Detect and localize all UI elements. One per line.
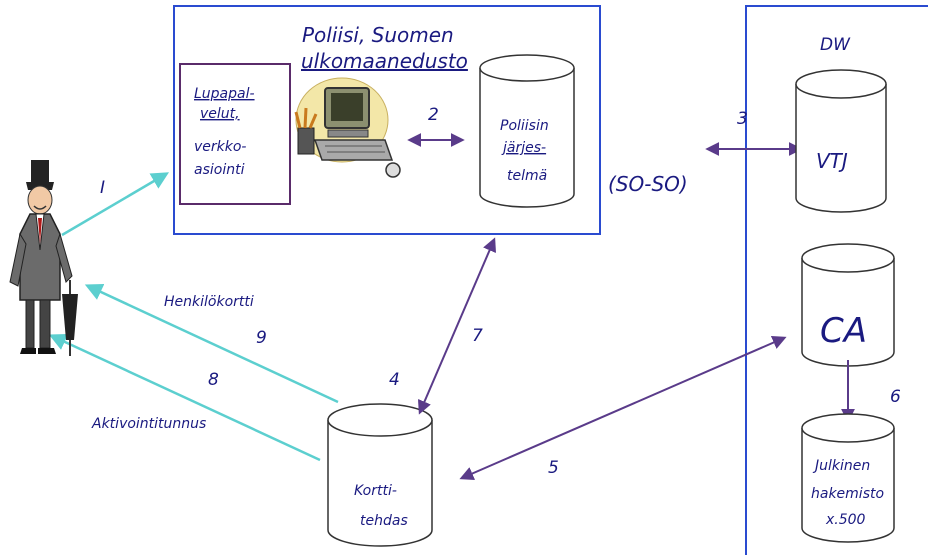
police-box [173,5,601,235]
poliisin-jarjestelma-cylinder [479,54,575,208]
lupapalvelut-box [179,63,291,205]
police-box-title-line2: ulkomaanedusto [301,49,468,73]
dw-title: DW [820,35,851,55]
step-label-9: 9 [256,328,267,348]
vtj-cylinder [795,69,887,213]
julkinen-hakemisto-cylinder [801,413,895,543]
lupapalvelut-line3: verkko- [194,139,247,155]
flow-label-henkilokortti: Henkilökortti [164,294,254,310]
step-label-6: 6 [890,387,901,407]
lupapalvelut-line4: asiointi [194,162,245,178]
ca-label: CA [820,311,867,351]
julkinen-line3: x.500 [825,512,866,528]
arrow-5 [459,336,787,480]
korttitehdas-line2: tehdas [360,513,408,529]
so-so-label: (SO-SO) [608,172,688,196]
arrow-8-aktivointitunnus [48,333,321,462]
step-label-8: 8 [208,370,219,390]
arrow-1 [61,172,170,237]
julkinen-line2: hakemisto [811,486,884,502]
julkinen-line1: Julkinen [812,458,870,474]
step-label-5: 5 [548,458,559,478]
step-label-4: 4 [389,370,400,390]
vtj-label: VTJ [816,149,848,173]
police-box-title-line1: Poliisi, Suomen [302,23,454,47]
poliisin-line3: telmä [507,168,547,184]
computer-icon [294,77,401,178]
poliisin-line2: järjes- [501,140,546,156]
step-label-7: 7 [472,326,483,346]
arrow-9-henkilokortti [84,283,339,404]
step-label-3: 3 [737,109,748,129]
step-label-2: 2 [428,105,439,125]
flow-label-aktivointitunnus: Aktivointitunnus [91,416,206,432]
arrow-7 [417,237,497,415]
korttitehdas-cylinder [327,403,433,547]
korttitehdas-line1: Kortti- [354,483,397,499]
lupapalvelut-line2: velut, [200,106,240,122]
poliisin-line1: Poliisin [500,118,549,134]
step-label-1: I [100,178,105,198]
lupapalvelut-line1: Lupapal- [194,86,255,102]
person-with-umbrella-icon [9,160,78,356]
